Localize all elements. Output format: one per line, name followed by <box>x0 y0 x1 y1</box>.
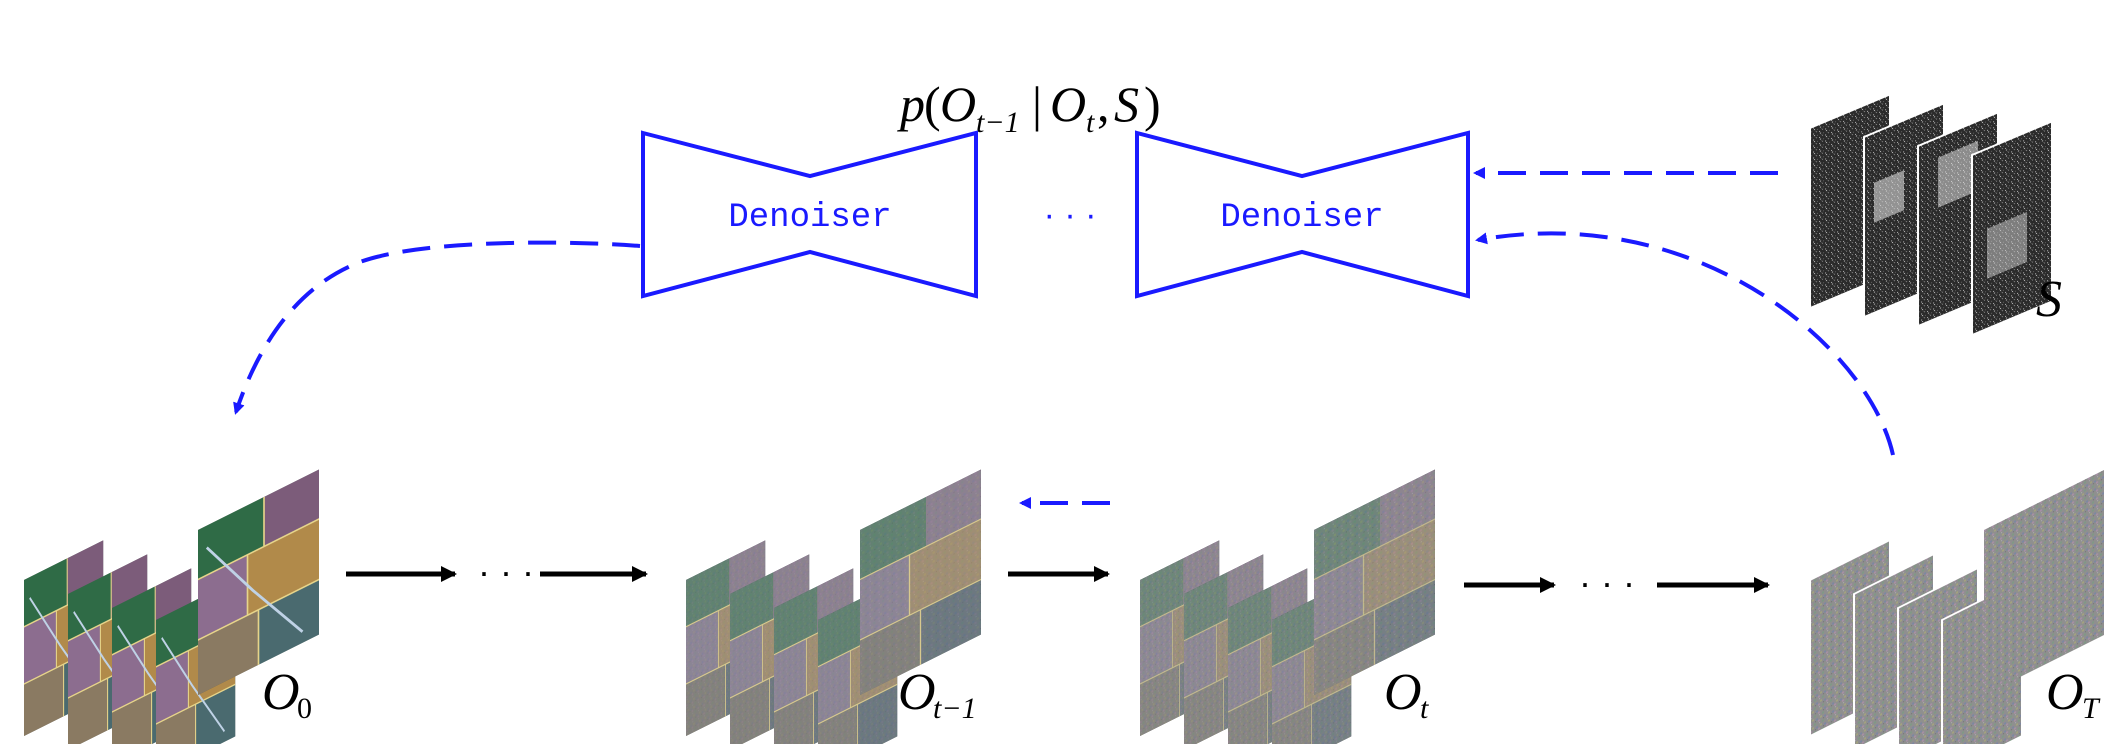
label-OT-sub: T <box>2082 692 2101 725</box>
formula-comma: , <box>1097 76 1110 132</box>
formula-p: p <box>897 76 925 132</box>
Otm1-image-stack: O t−1 <box>685 468 982 744</box>
OT-image-stack: O T <box>1809 470 2104 744</box>
denoiser-right-label: Denoiser <box>1220 199 1383 237</box>
transition-formula: p ( O t−1 | O t , S ) <box>897 76 1161 139</box>
bottom-ellipsis-2: · · · <box>1579 562 1635 603</box>
Ot-image-stack: O t <box>1140 470 1435 744</box>
formula-sub2: t <box>1086 106 1095 139</box>
formula-open-paren: ( <box>924 76 941 132</box>
label-Otm1-base: O <box>898 664 936 721</box>
formula-sub1: t−1 <box>976 106 1020 139</box>
denoiser-ellipsis: · · · <box>1044 196 1097 234</box>
label-O0-sub: 0 <box>297 692 312 725</box>
formula-O: O <box>940 76 976 132</box>
label-S: S <box>2036 271 2062 328</box>
formula-O2: O <box>1050 76 1086 132</box>
sar-image-stack: S <box>1809 92 2062 337</box>
label-Otm1-sub: t−1 <box>933 692 977 725</box>
denoiser-right: Denoiser <box>1135 130 1470 299</box>
formula-close-paren: ) <box>1144 76 1161 132</box>
bottom-ellipsis-1: · · · <box>478 551 534 592</box>
label-O0-base: O <box>262 664 300 721</box>
forward-process-arrows: · · · · · · <box>346 551 1770 603</box>
denoiser-left: Denoiser <box>641 130 978 299</box>
arrow-OT-to-denoiser <box>1475 231 1895 456</box>
label-Ot-base: O <box>1384 664 1422 721</box>
O0-image-stack: O 0 <box>22 468 321 744</box>
label-Ot-sub: t <box>1420 692 1429 725</box>
label-OT-base: O <box>2046 664 2084 721</box>
denoiser-left-label: Denoiser <box>728 199 891 237</box>
formula-S: S <box>1114 76 1139 132</box>
arrow-denoiser-to-O0 <box>233 240 641 415</box>
formula-bar: | <box>1032 76 1042 132</box>
